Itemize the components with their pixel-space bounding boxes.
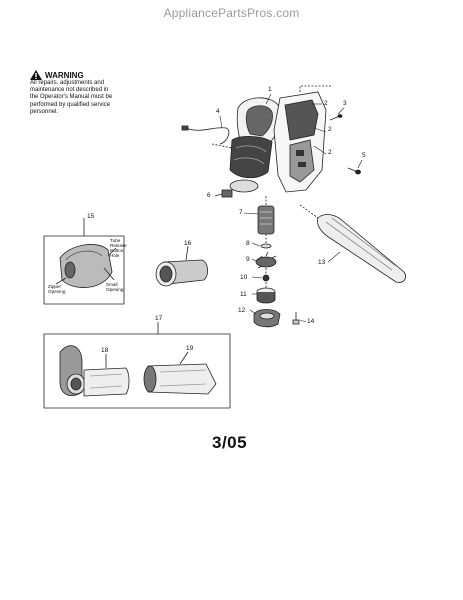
callout-number: 8: [246, 240, 250, 247]
label-line: Release: [110, 243, 127, 248]
callout-number: 1: [268, 86, 272, 93]
date-code: 3/05: [212, 433, 248, 452]
callout-number: 14: [307, 318, 315, 325]
warning-triangle-icon: [30, 70, 42, 80]
callout-number: 3: [343, 100, 347, 107]
impeller-housing-part: [253, 309, 281, 328]
callout-number: 2: [328, 149, 332, 156]
callout-number: 17: [155, 315, 163, 322]
blower-tube-part: [299, 204, 406, 283]
housing-half-part: [273, 85, 332, 193]
callout-number: 10: [240, 274, 248, 281]
callout-number: 5: [362, 152, 366, 159]
warning-title: WARNING: [30, 70, 84, 80]
screw-part: [292, 312, 300, 325]
vacuum-bag-inset: [43, 218, 125, 305]
switch-part: [214, 189, 233, 198]
callout-number: 2: [328, 126, 332, 133]
warning-line: personnel.: [30, 108, 59, 115]
impeller-fan-part: [255, 251, 277, 269]
warning-line: the Operator's Manual must be: [30, 94, 113, 101]
callout-number: 13: [318, 259, 326, 266]
screw-part: [329, 114, 361, 175]
label-line: Small: [106, 282, 118, 287]
warning-line: performed by qualified service: [30, 101, 111, 108]
callout-number: 4: [216, 108, 220, 115]
label-line: Button: [110, 248, 124, 253]
warning-text: All repairs, adjustments and maintenance…: [30, 80, 140, 116]
motor-part: [257, 196, 275, 244]
zipper-opening-label: Zipper Opening: [48, 284, 65, 294]
label-line: Zipper: [48, 284, 62, 289]
upper-housing-part: [229, 97, 281, 193]
cord-part: [181, 125, 233, 149]
label-line: Opening: [106, 287, 124, 292]
warning-line: All repairs, adjustments and: [30, 80, 105, 86]
warning-line: maintenance not described in: [30, 87, 109, 94]
callout-number: 18: [101, 347, 109, 354]
small-opening-label: Small Opening: [106, 282, 123, 292]
site-watermark: AppliancePartsPros.com: [163, 6, 300, 20]
callout-number: 12: [238, 307, 246, 314]
callout-number: 7: [239, 209, 243, 216]
vacuum-tube-kit-inset: [43, 322, 231, 409]
washer-part: [260, 243, 272, 249]
callout-number: 9: [246, 256, 250, 263]
callout-number: 11: [240, 291, 247, 298]
label-line: Tube: [110, 238, 121, 243]
label-line: Hole: [110, 253, 120, 258]
collar-part: [256, 282, 276, 304]
warning-title-text: WARNING: [45, 70, 84, 80]
label-line: Opening: [48, 289, 66, 294]
nut-part: [262, 268, 270, 282]
callout-number: 19: [186, 345, 194, 352]
callout-number: 15: [87, 213, 95, 220]
callout-number: 6: [207, 192, 211, 199]
callout-number: 2: [324, 100, 328, 107]
leader-lines: [219, 93, 363, 323]
vacuum-nozzle-part: [155, 245, 208, 287]
callout-number: 16: [184, 240, 192, 247]
tube-release-label: Tube Release Button Hole: [110, 238, 127, 258]
